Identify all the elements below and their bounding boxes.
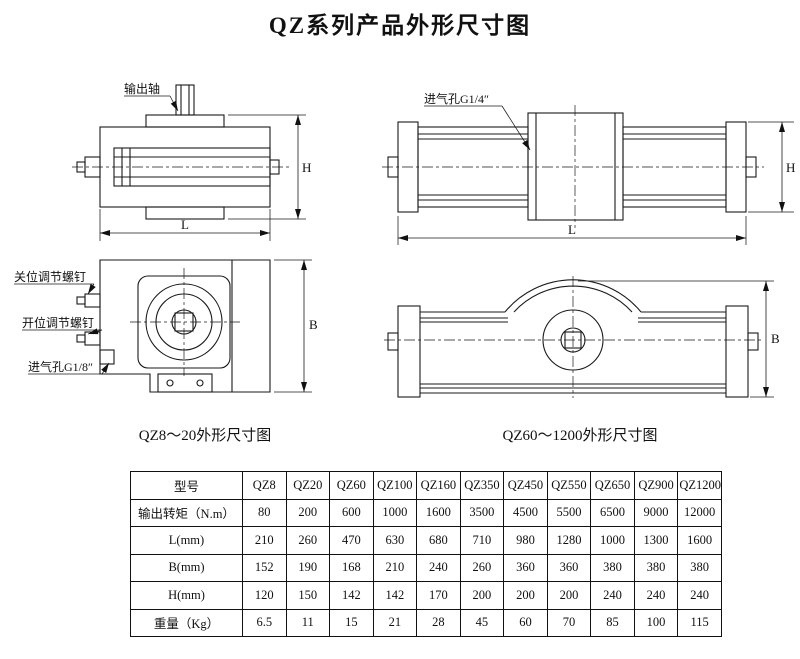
value-cell: 200 [459,581,505,610]
air-inlet-g18-label: 进气孔G1/8″ [28,359,93,374]
drawing-side-large: B [384,276,780,398]
value-cell: 240 [677,581,722,610]
value-cell: 45 [459,608,505,637]
value-cell: 200 [546,581,592,610]
value-cell: 380 [590,553,635,582]
dim-l-large-label: L [568,222,576,237]
value-cell: QZ8 [242,471,287,500]
value-cell: 152 [242,553,287,582]
value-cell: 680 [416,526,461,555]
value-cell: 1600 [677,526,722,555]
dim-b-large-label: B [771,331,780,346]
dim-b-small-label: B [309,317,318,332]
drawing-front-large: 进气孔G1/4″ H L [382,91,795,245]
value-cell: 115 [677,608,722,637]
value-cell: 260 [285,526,331,555]
air-inlet-g14-label: 进气孔G1/4″ [424,91,489,106]
value-cell: 360 [503,553,548,582]
value-cell: 6.5 [242,608,287,637]
value-cell: 200 [503,581,548,610]
value-cell: 100 [633,608,679,637]
value-cell: 15 [329,608,374,637]
drawing-side-small: 关位调节螺钉 开位调节螺钉 进气孔G1/8″ B [14,259,318,393]
value-cell: QZ100 [372,471,418,500]
value-cell: 380 [633,553,679,582]
value-cell: QZ350 [459,471,505,500]
value-cell: 12000 [677,498,722,527]
dim-l-small-label: L [181,217,189,232]
value-cell: 380 [677,553,722,582]
value-cell: QZ160 [416,471,461,500]
row-label-cell: L(mm) [130,526,243,555]
value-cell: QZ20 [285,471,331,500]
value-cell: 142 [329,581,374,610]
value-cell: 240 [416,553,461,582]
value-cell: 240 [590,581,635,610]
value-cell: 142 [372,581,418,610]
value-cell: 6500 [590,498,635,527]
value-cell: 150 [285,581,331,610]
value-cell: 470 [329,526,374,555]
value-cell: 1000 [590,526,635,555]
value-cell: 28 [416,608,461,637]
value-cell: 240 [633,581,679,610]
value-cell: 21 [372,608,418,637]
row-label-cell: 型号 [130,471,243,500]
value-cell: 260 [459,553,505,582]
drawing-front-small: 输出轴 H L [72,81,311,241]
value-cell: 85 [590,608,635,637]
value-cell: 200 [285,498,331,527]
value-cell: 1600 [416,498,461,527]
caption-large-series: QZ60～1200外形尺寸图 [502,428,658,444]
value-cell: QZ550 [546,471,592,500]
value-cell: 168 [329,553,374,582]
close-screw-label: 关位调节螺钉 [14,269,86,284]
value-cell: QZ650 [590,471,635,500]
value-cell: 600 [329,498,374,527]
value-cell: 1300 [633,526,679,555]
row-label-cell: 重量（Kg） [130,608,243,637]
value-cell: QZ900 [633,471,679,500]
value-cell: 210 [372,553,418,582]
value-cell: 120 [242,581,287,610]
value-cell: QZ450 [503,471,548,500]
value-cell: 70 [546,608,592,637]
row-label-cell: B(mm) [130,553,243,582]
caption-small-series: QZ8～20外形尺寸图 [138,428,272,444]
output-shaft-label: 输出轴 [124,81,160,96]
value-cell: 3500 [459,498,505,527]
value-cell: 360 [546,553,592,582]
value-cell: 170 [416,581,461,610]
value-cell: 4500 [503,498,548,527]
value-cell: 710 [459,526,505,555]
value-cell: QZ60 [329,471,374,500]
value-cell: QZ1200 [677,471,722,500]
value-cell: 630 [372,526,418,555]
value-cell: 980 [503,526,548,555]
value-cell: 11 [285,608,331,637]
page-title: QZ系列产品外形尺寸图 [268,13,532,38]
open-screw-label: 开位调节螺钉 [22,315,94,330]
value-cell: 9000 [633,498,679,527]
value-cell: 1000 [372,498,418,527]
value-cell: 210 [242,526,287,555]
dim-h-small-label: H [302,160,311,175]
dimension-drawings: 输出轴 H L [14,81,795,398]
row-label-cell: H(mm) [130,581,243,610]
value-cell: 80 [242,498,287,527]
value-cell: 190 [285,553,331,582]
row-label-cell: 输出转矩（N.m） [130,498,243,527]
value-cell: 5500 [546,498,592,527]
value-cell: 60 [503,608,548,637]
value-cell: 1280 [546,526,592,555]
dim-h-large-label: H [786,160,795,175]
